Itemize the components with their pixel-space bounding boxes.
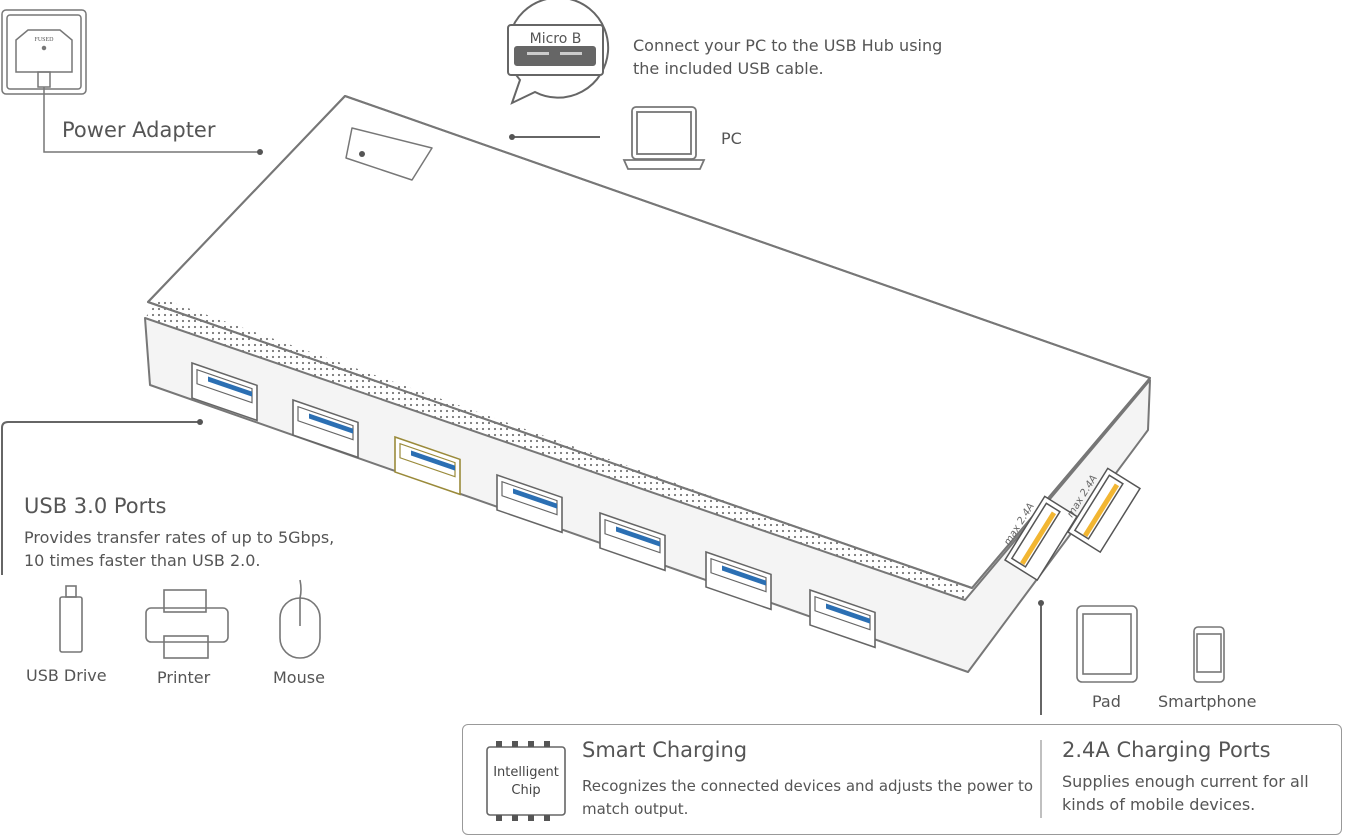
usb3-port xyxy=(496,473,563,534)
micro-b-connector-icon xyxy=(507,0,610,140)
pc-description-2: the included USB cable. xyxy=(633,59,824,78)
charging-ports-title: 2.4A Charging Ports xyxy=(1062,738,1271,762)
device-label-pad: Pad xyxy=(1092,692,1121,711)
pc-label: PC xyxy=(721,129,742,148)
device-label-mouse: Mouse xyxy=(273,668,325,687)
charging-ports-line-1: Supplies enough current for all xyxy=(1062,772,1309,791)
usb3-port xyxy=(809,588,876,649)
micro-b-label: Micro B xyxy=(529,31,582,47)
tablet-icon xyxy=(1076,605,1138,683)
usb3-ports xyxy=(191,361,876,649)
usb3-port xyxy=(394,435,461,496)
usb3-port xyxy=(292,398,359,459)
smart-charging-line-2: match output. xyxy=(582,800,689,818)
intelligent-chip-icon xyxy=(486,741,566,821)
usb3-title: USB 3.0 Ports xyxy=(24,494,167,518)
usb-hub-body xyxy=(144,95,1151,673)
laptop-icon xyxy=(622,106,706,170)
svg-text:FUSED: FUSED xyxy=(34,37,54,43)
printer-icon xyxy=(145,589,229,659)
device-label-smartphone: Smartphone xyxy=(1158,692,1257,711)
chip-label-1: Intelligent xyxy=(493,765,559,780)
usb3-line-2: 10 times faster than USB 2.0. xyxy=(24,551,261,570)
mouse-icon xyxy=(279,579,321,659)
smartphone-icon xyxy=(1193,626,1225,683)
smart-charging-title: Smart Charging xyxy=(582,738,748,762)
pc-description-1: Connect your PC to the USB Hub using xyxy=(633,36,943,55)
leader-lines xyxy=(1,421,1042,715)
smart-charging-line-1: Recognizes the connected devices and adj… xyxy=(582,777,1034,795)
device-label-printer: Printer xyxy=(157,668,211,687)
features-box xyxy=(462,724,1342,835)
usb-drive-icon xyxy=(59,585,83,653)
chip-label-2: Chip xyxy=(511,783,541,798)
usb3-port xyxy=(705,550,772,611)
charging-ports: max 2.4A max 2.4A xyxy=(1002,467,1142,582)
power-adapter-label: Power Adapter xyxy=(62,118,216,142)
usb3-port xyxy=(599,511,666,572)
usb3-port xyxy=(191,361,258,422)
device-label-usb-drive: USB Drive xyxy=(26,666,107,685)
charging-ports-line-2: kinds of mobile devices. xyxy=(1062,795,1256,814)
power-plug-icon: FUSED xyxy=(1,9,263,155)
usb3-line-1: Provides transfer rates of up to 5Gbps, xyxy=(24,528,335,547)
